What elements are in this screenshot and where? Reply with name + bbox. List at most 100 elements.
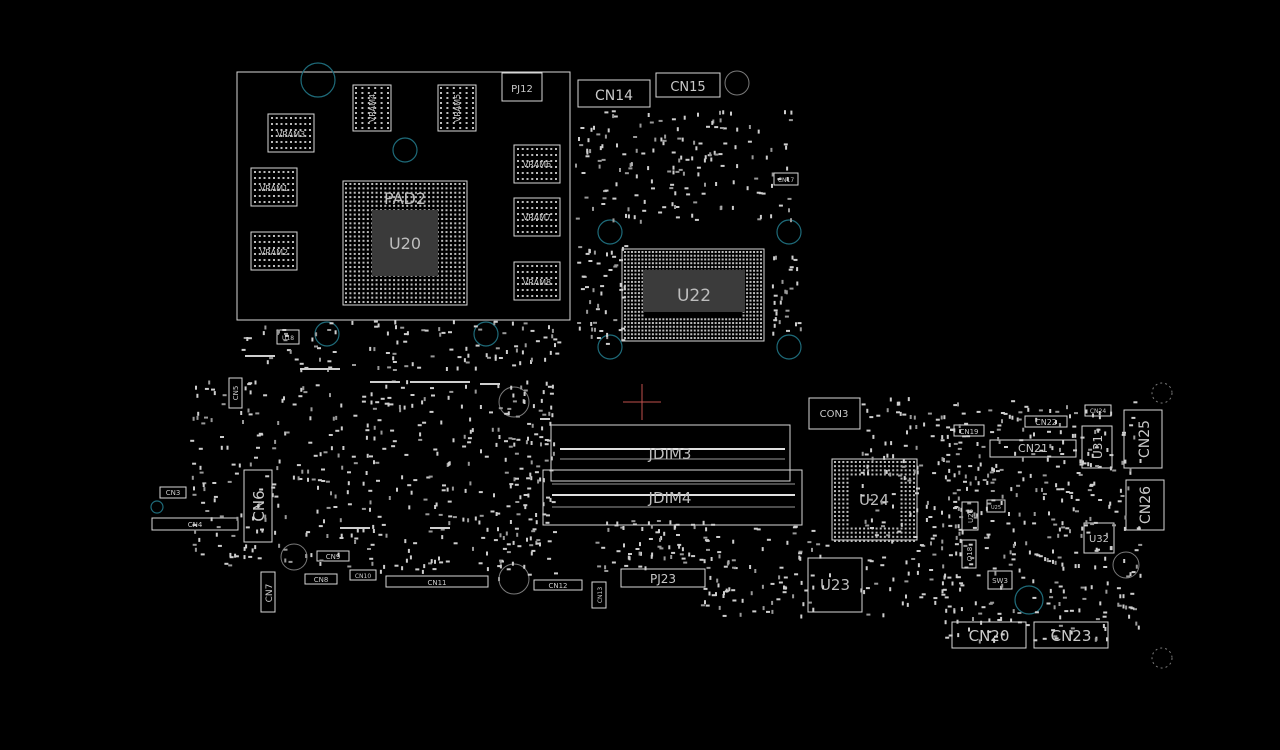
cn5-connector[interactable]: CN5	[228, 377, 243, 409]
pj23-connector[interactable]: PJ23	[620, 568, 706, 588]
q18-chip[interactable]: Q18	[961, 539, 977, 569]
vram7-chip[interactable]: VRAM7	[513, 197, 561, 237]
cn13-label: CN13	[597, 587, 604, 603]
sw3-label: SW3	[992, 577, 1008, 585]
lower-left-section: U18 CN5 CN3 CN4 CN6 CN7 CN8 CN9	[150, 329, 706, 613]
mounting-hole	[498, 386, 530, 418]
vram3-chip[interactable]: VRAM3	[267, 113, 315, 153]
pj12-connector[interactable]: PJ12	[501, 72, 543, 102]
u25-chip[interactable]: U25	[986, 499, 1006, 513]
cn17-label: CN17	[778, 177, 794, 184]
cn10-connector[interactable]: CN10	[349, 569, 377, 581]
cn8-connector[interactable]: CN8	[304, 573, 338, 585]
u24-chip[interactable]: U24	[831, 458, 918, 542]
mounting-hole	[300, 62, 336, 98]
cn21-label: CN21	[1018, 442, 1048, 455]
u20-label: U20	[389, 234, 421, 253]
mounting-hole	[776, 334, 802, 360]
vram5-chip[interactable]: VRAM5	[437, 84, 477, 132]
jdim3-slot[interactable]: JDIM3	[550, 424, 791, 482]
cn24-connector[interactable]: CN24	[1084, 404, 1112, 417]
cn7-label: CN7	[265, 584, 275, 603]
cn17-connector[interactable]: CN17	[773, 172, 799, 186]
cn24-label: CN24	[1090, 408, 1106, 415]
mounting-hole	[1151, 382, 1173, 404]
vram6-label: VRAM6	[523, 160, 551, 169]
cn12-connector[interactable]: CN12	[533, 579, 583, 591]
cn26-connector[interactable]: CN26	[1125, 479, 1165, 531]
jdim3-label: JDIM3	[648, 445, 692, 463]
cpu-section: CN14 CN15 CN17 U22	[577, 70, 802, 360]
mounting-hole	[597, 334, 623, 360]
cn5-label: CN5	[232, 386, 240, 401]
cn15-label: CN15	[670, 80, 705, 95]
cn8-label: CN8	[314, 576, 329, 584]
cn14-label: CN14	[595, 88, 633, 104]
u22-cpu-chip[interactable]: U22	[621, 248, 765, 342]
cn26-label: CN26	[1138, 486, 1154, 524]
u23-chip[interactable]: U23	[807, 557, 863, 613]
gpu-shield-outline	[236, 71, 571, 321]
pj23-label: PJ23	[650, 572, 676, 586]
u20-gpu-chip[interactable]: PAD2 U20	[342, 180, 468, 306]
u22-label: U22	[677, 286, 711, 306]
mounting-hole	[1112, 551, 1140, 579]
lower-right-section: CON3 U24 U23 CN19 CN22 CN21 CN24	[807, 382, 1173, 669]
mounting-hole	[597, 219, 623, 245]
cn19-label: CN19	[959, 428, 978, 436]
cn22-connector[interactable]: CN22	[1024, 415, 1068, 428]
vram4-chip[interactable]: VRAM4	[352, 84, 392, 132]
vram2-label: VRAM2	[260, 248, 288, 257]
u23-label: U23	[820, 576, 850, 594]
cn21-connector[interactable]: CN21	[989, 439, 1077, 458]
vram6-chip[interactable]: VRAM6	[513, 144, 561, 184]
pad2-label: PAD2	[384, 189, 426, 208]
u26-label: U26	[967, 508, 975, 523]
con3-label: CON3	[820, 409, 849, 420]
mounting-hole	[392, 137, 418, 163]
cn11-connector[interactable]: CN11	[385, 575, 489, 588]
vram3-label: VRAM3	[277, 130, 305, 139]
jdim4-label: JDIM4	[648, 489, 692, 507]
cn25-connector[interactable]: CN25	[1123, 409, 1163, 469]
cn9-connector[interactable]: CN9	[316, 550, 350, 562]
u32-chip[interactable]: U32	[1083, 522, 1115, 554]
u18-chip[interactable]: U18	[276, 329, 300, 345]
mounting-hole	[776, 219, 802, 245]
con3-connector[interactable]: CON3	[808, 397, 861, 430]
vram5-label: VRAM5	[453, 94, 462, 122]
jdim4-slot[interactable]: JDIM4	[542, 469, 803, 526]
crosshair-cursor-icon	[623, 384, 661, 420]
vram8-label: VRAM8	[523, 278, 551, 287]
cn15-connector[interactable]: CN15	[655, 72, 721, 98]
cn23-label: CN23	[1051, 627, 1092, 645]
u26-chip[interactable]: U26	[961, 501, 979, 531]
vram7-label: VRAM7	[523, 213, 551, 222]
cn23-connector[interactable]: CN23	[1033, 621, 1109, 649]
cn12-label: CN12	[548, 582, 567, 590]
cn7-connector[interactable]: CN7	[260, 571, 276, 613]
cn14-connector[interactable]: CN14	[577, 79, 651, 108]
mounting-hole	[280, 543, 308, 571]
vram2-chip[interactable]: VRAM2	[250, 231, 298, 271]
cn20-connector[interactable]: CN20	[951, 621, 1027, 649]
mounting-hole	[314, 321, 340, 347]
cn19-connector[interactable]: CN19	[953, 424, 985, 437]
mounting-hole	[724, 70, 750, 96]
cn3-label: CN3	[166, 489, 181, 497]
mounting-hole	[1014, 585, 1044, 615]
mounting-hole	[1151, 647, 1173, 669]
vram8-chip[interactable]: VRAM8	[513, 261, 561, 301]
cn13-connector[interactable]: CN13	[591, 581, 607, 609]
q18-label: Q18	[966, 547, 974, 561]
u18-label: U18	[282, 335, 294, 342]
smd-components	[190, 110, 1143, 644]
cn20-label: CN20	[969, 627, 1010, 645]
cn3-connector[interactable]: CN3	[159, 486, 187, 499]
sw3-switch[interactable]: SW3	[987, 570, 1013, 590]
vram1-chip[interactable]: VRAM1	[250, 167, 298, 207]
mounting-hole	[150, 500, 164, 514]
cn22-label: CN22	[1035, 418, 1057, 427]
cn4-connector[interactable]: CN4	[151, 517, 239, 531]
